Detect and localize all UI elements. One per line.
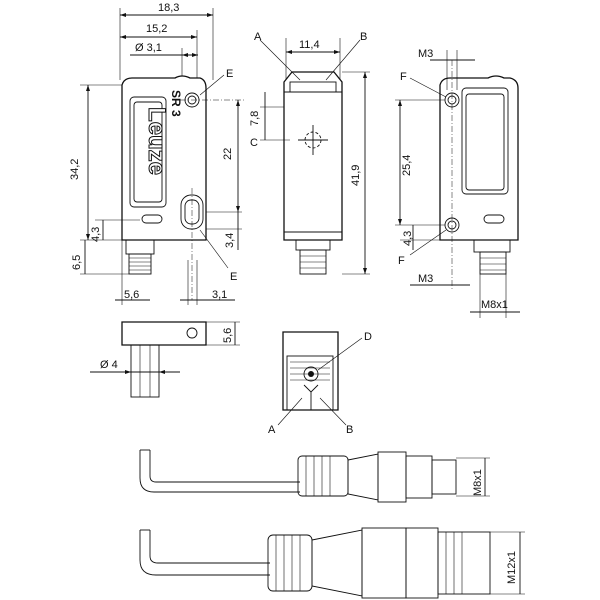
dim-rear-lower-offset: 4,3 [402,231,414,246]
dim-side-height: 41,9 [350,165,362,186]
dim-hole-width: 3,1 [212,289,227,301]
rear-view: M3 25,4 4,3 M3 M8x1 F F [395,48,520,318]
label-side-a: A [254,31,262,43]
detail-view: D A B [268,331,372,436]
dim-rear-connector: M8x1 [481,299,508,311]
dim-side-width: 11,4 [299,39,320,51]
dim-cable-dia: Ø 4 [100,359,118,371]
brand-logo: Leuze [143,107,170,175]
dim-cable-m12: M12x1 [506,551,518,584]
dim-rear-hole-spacing: 25,4 [401,155,413,176]
dim-connector-offset: 5,6 [124,289,139,301]
dim-height-total: 34,2 [69,159,81,180]
label-f-top: F [400,71,407,83]
label-c: C [250,137,258,149]
dim-hole-spacing: 22 [222,148,234,160]
dim-lower-offset: 4,3 [90,227,102,242]
dim-hole-edge: 3,4 [224,233,236,248]
label-detail-b: B [346,424,353,436]
dim-hole-dia: Ø 3,1 [135,42,162,54]
dim-cable-m8: M8x1 [472,469,484,496]
label-f-bottom: F [398,255,405,267]
dim-width-inner: 15,2 [146,23,167,35]
dim-bottom-height: 5,6 [222,328,234,343]
label-e-bottom: E [230,271,237,283]
side-view: 11,4 7,8 C 41,9 A B [249,31,370,275]
bottom-view: 5,6 Ø 4 [90,321,240,398]
dim-screw-bottom: M3 [418,273,433,285]
label-e-top: E [226,68,233,80]
label-side-b: B [360,31,367,43]
dim-connector-height: 6,5 [71,255,83,270]
label-detail-a: A [268,424,276,436]
dim-screw-top: M3 [418,48,433,60]
dim-optic-offset: 7,8 [249,111,261,126]
label-d: D [364,331,372,343]
cable-m12-view: M12x1 [139,527,525,599]
cable-m8-view: M8x1 [139,449,490,503]
model-label: SR 3 [169,90,183,117]
dim-width-total: 18,3 [158,2,179,14]
front-view: 18,3 15,2 Ø 3,1 Leuze SR 3 [69,2,245,305]
